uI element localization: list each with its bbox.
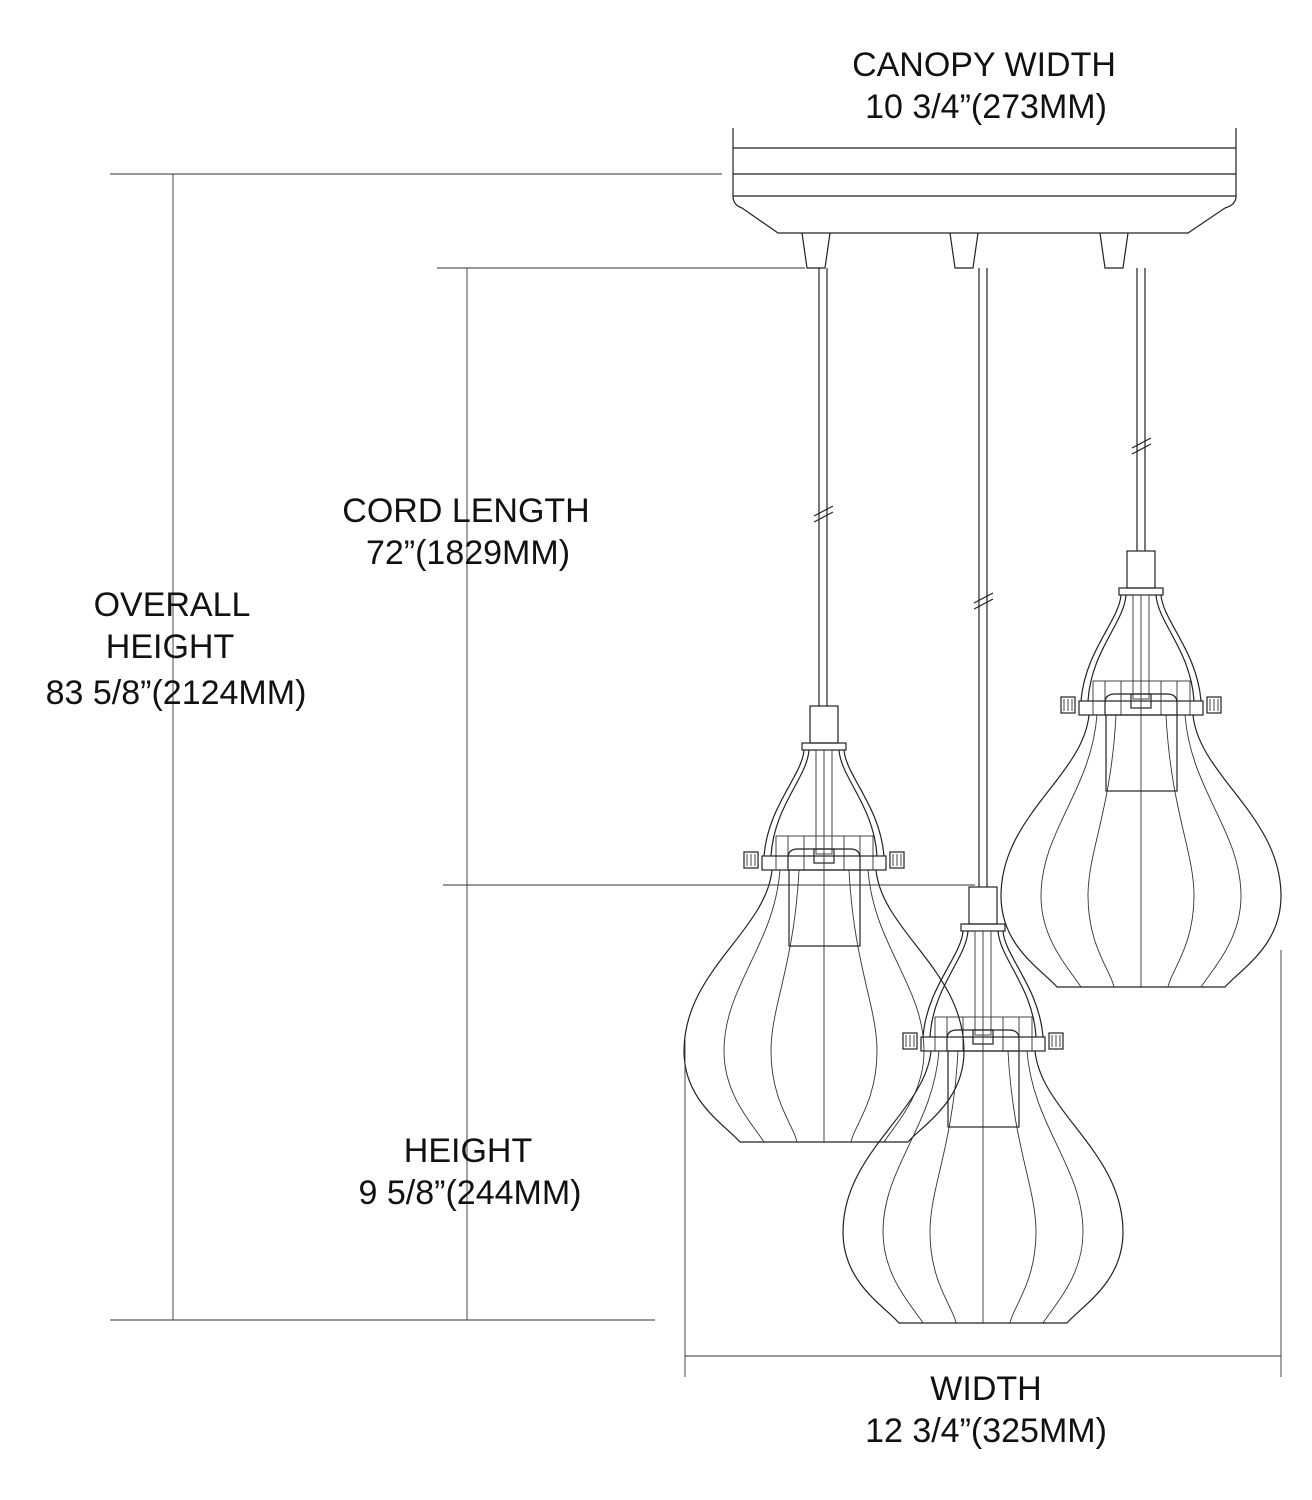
canopy-width-value: 10 3/4”(273MM)	[865, 88, 1107, 126]
overall-height-label-line2: HEIGHT	[105, 628, 235, 666]
dimension-lines	[110, 173, 1282, 1377]
cord-length-label: CORD LENGTH	[342, 492, 590, 530]
height-label: HEIGHT	[403, 1132, 533, 1170]
cord-length-value: 72”(1829MM)	[365, 534, 571, 572]
canopy-width-label: CANOPY WIDTH	[852, 46, 1116, 84]
width-label: WIDTH	[930, 1370, 1042, 1408]
width-value: 12 3/4”(325MM)	[865, 1412, 1107, 1450]
overall-height-label-line1: OVERALL	[93, 586, 251, 624]
pendant-right	[1000, 550, 1282, 988]
overall-height-value: 83 5/8”(2124MM)	[45, 674, 307, 712]
cords	[813, 268, 1152, 887]
height-value: 9 5/8”(244MM)	[358, 1174, 582, 1212]
canopy	[732, 128, 1237, 269]
